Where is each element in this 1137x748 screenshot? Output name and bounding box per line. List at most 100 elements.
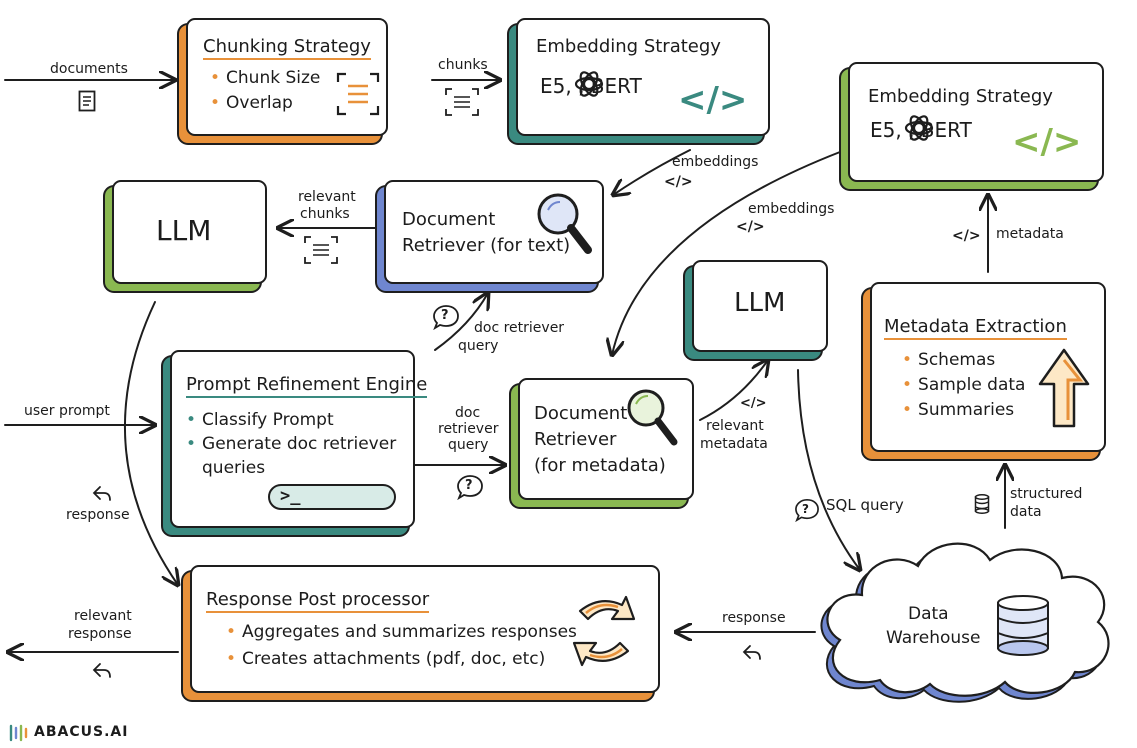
edge-label-relevant-response-2: response xyxy=(68,626,132,642)
document-retriever-text-box: Document Retriever (for text) xyxy=(384,180,604,284)
reply-icon xyxy=(92,486,111,501)
code-icon: </> xyxy=(664,174,693,190)
llm-box-2: LLM xyxy=(692,260,828,352)
chunks-icon xyxy=(445,88,479,116)
refresh-cycle-icon xyxy=(572,595,636,667)
list-item: Schemas xyxy=(902,348,1025,373)
edge-label-response-bottom: response xyxy=(722,610,786,626)
prompt-refinement-engine-box: Prompt Refinement Engine Classify Prompt… xyxy=(170,350,428,528)
list-item: Classify Prompt xyxy=(186,408,396,432)
magnifier-icon xyxy=(537,193,592,254)
chunks-icon xyxy=(336,72,380,116)
embedding-strategy-box-2: Embedding Strategy E5, , BERT </> xyxy=(848,62,1104,182)
edge-label-structured-1: structured xyxy=(1010,486,1083,502)
magnifier-icon xyxy=(627,389,678,446)
edge-label-documents: documents xyxy=(50,61,128,77)
document-icon xyxy=(78,90,96,112)
question-bubble-icon xyxy=(795,499,819,522)
question-bubble-icon xyxy=(457,475,483,500)
warehouse-line2: Warehouse xyxy=(886,628,981,648)
database-icon xyxy=(997,595,1049,656)
list-item: Aggregates and summarizes responses xyxy=(226,619,577,646)
edge-label-doc-query-mid-2: retriever xyxy=(438,421,499,437)
arrow-embeddings-to-retriever xyxy=(613,149,691,195)
arrow-meta-retriever-to-llm xyxy=(699,360,768,421)
question-bubble-icon xyxy=(433,305,459,330)
metadata-extraction-bullets: Schemas Sample data Summaries xyxy=(902,348,1025,423)
list-item: Creates attachments (pdf, doc, etc) xyxy=(226,646,577,673)
abacus-logo-text: ABACUS.AI xyxy=(34,724,129,740)
metadata-extraction-title: Metadata Extraction xyxy=(884,316,1067,340)
edge-label-relevant-chunks-2: chunks xyxy=(300,206,350,222)
edge-label-relevant-metadata-1: relevant xyxy=(706,418,764,434)
arrow-llm-to-postprocessor xyxy=(123,301,178,585)
edge-label-chunks: chunks xyxy=(438,57,488,73)
reply-icon xyxy=(742,645,761,660)
question-glyph: ? xyxy=(465,478,473,493)
prompt-engine-bullet-continuation: queries xyxy=(202,458,266,478)
retriever-text-line2: Retriever (for text) xyxy=(402,235,571,256)
abacus-logo-icon xyxy=(9,724,28,742)
post-processor-bullets: Aggregates and summarizes responses Crea… xyxy=(226,619,577,673)
list-item: Chunk Size xyxy=(210,66,320,91)
list-item: Generate doc retriever xyxy=(186,432,396,456)
llm-label-1: LLM xyxy=(156,214,212,247)
chunking-strategy-bullets: Chunk Size Overlap xyxy=(210,66,320,116)
chunks-icon xyxy=(304,236,338,264)
edge-label-sql-query: SQL query xyxy=(826,496,904,514)
chunking-strategy-box: Chunking Strategy Chunk Size Overlap xyxy=(186,18,388,136)
code-icon: </> xyxy=(736,219,765,235)
openai-icon xyxy=(904,115,934,141)
edge-label-doc-query-mid-1: doc xyxy=(455,405,481,421)
edge-label-user-prompt: user prompt xyxy=(24,403,110,419)
edge-label-metadata: metadata xyxy=(996,226,1064,242)
question-glyph: ? xyxy=(441,308,449,323)
embedding-strategy-box-1: Embedding Strategy E5, , BERT </> xyxy=(516,18,770,136)
edge-label-doc-retriever-query-1b: query xyxy=(458,338,499,354)
document-retriever-metadata-box: Document Retriever (for metadata) xyxy=(518,378,694,500)
code-icon: </> xyxy=(952,228,981,244)
prompt-engine-title: Prompt Refinement Engine xyxy=(186,374,428,398)
retriever-meta-line3: (for metadata) xyxy=(534,455,666,476)
list-item: Summaries xyxy=(902,398,1025,423)
question-glyph: ? xyxy=(802,502,809,516)
embedding-strategy-title-2: Embedding Strategy xyxy=(868,86,1053,107)
retriever-meta-line2: Retriever xyxy=(534,429,617,450)
metadata-extraction-box: Metadata Extraction Schemas Sample data … xyxy=(870,282,1106,452)
list-item: Overlap xyxy=(210,91,320,116)
edge-label-doc-retriever-query-1a: doc retriever xyxy=(474,320,565,336)
code-icon: </> xyxy=(740,396,767,411)
reply-icon xyxy=(92,663,111,678)
code-icon: </> xyxy=(1012,122,1082,162)
edge-label-structured-2: data xyxy=(1010,504,1042,520)
arrow-doc-retriever-query xyxy=(434,293,488,351)
code-icon: </> xyxy=(678,80,748,120)
edge-label-embeddings-1: embeddings xyxy=(672,154,759,170)
edge-label-relevant-chunks-1: relevant xyxy=(298,189,356,205)
arrow-up-icon xyxy=(1038,348,1090,428)
llm-label-2: LLM xyxy=(734,288,786,318)
edge-label-relevant-response-1: relevant xyxy=(74,608,132,624)
edge-label-response-left: response xyxy=(66,507,130,523)
chunking-strategy-title: Chunking Strategy xyxy=(203,36,371,60)
retriever-text-line1: Document xyxy=(402,209,496,230)
openai-icon xyxy=(574,71,604,97)
arrow-llm-to-warehouse xyxy=(797,369,860,570)
post-processor-title: Response Post processor xyxy=(206,589,430,613)
data-warehouse-cloud xyxy=(820,542,1110,703)
arrow-embeddings-to-meta-retriever xyxy=(612,151,841,355)
edge-label-relevant-metadata-2: metadata xyxy=(700,436,768,452)
edge-label-embeddings-2: embeddings xyxy=(748,201,835,217)
terminal-prompt-icon: >_ xyxy=(268,484,396,510)
llm-box-1: LLM xyxy=(112,180,267,284)
warehouse-line1: Data xyxy=(908,604,949,624)
response-post-processor-box: Response Post processor Aggregates and s… xyxy=(190,565,660,693)
prompt-engine-bullets: Classify Prompt Generate doc retriever xyxy=(186,408,396,456)
terminal-prompt-glyph: >_ xyxy=(280,486,301,506)
list-item: Sample data xyxy=(902,373,1025,398)
database-small-icon xyxy=(974,494,990,514)
edge-label-doc-query-mid-3: query xyxy=(448,437,489,453)
embedding-strategy-title-1: Embedding Strategy xyxy=(536,36,721,57)
retriever-meta-line1: Document xyxy=(534,403,628,424)
